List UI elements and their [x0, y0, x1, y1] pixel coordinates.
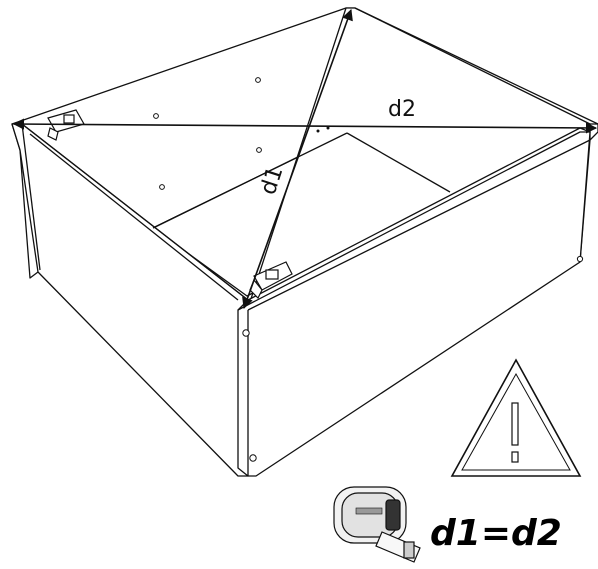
measurement-diagonals — [12, 8, 598, 310]
screw-hole — [242, 329, 250, 337]
screw-hole — [159, 184, 165, 190]
screw-hole — [576, 255, 584, 263]
screw-hole — [255, 77, 261, 83]
screw-hole — [326, 126, 330, 130]
label-d2: d2 — [388, 97, 416, 122]
screw-hole — [249, 454, 257, 462]
left-panel-top-edge — [21, 123, 249, 301]
left-panel-top-inner — [29, 133, 239, 301]
screw-hole — [153, 113, 159, 119]
screw-hole — [256, 147, 262, 153]
equation-label: d1=d2 — [430, 513, 562, 554]
screw-hole — [316, 129, 320, 133]
left-panel-inner-edge — [21, 123, 41, 271]
diagonal-d1-line — [242, 8, 353, 310]
tape-measure-icon — [333, 486, 421, 563]
warning-triangle-icon — [450, 358, 582, 477]
floor-right-line — [346, 132, 451, 193]
